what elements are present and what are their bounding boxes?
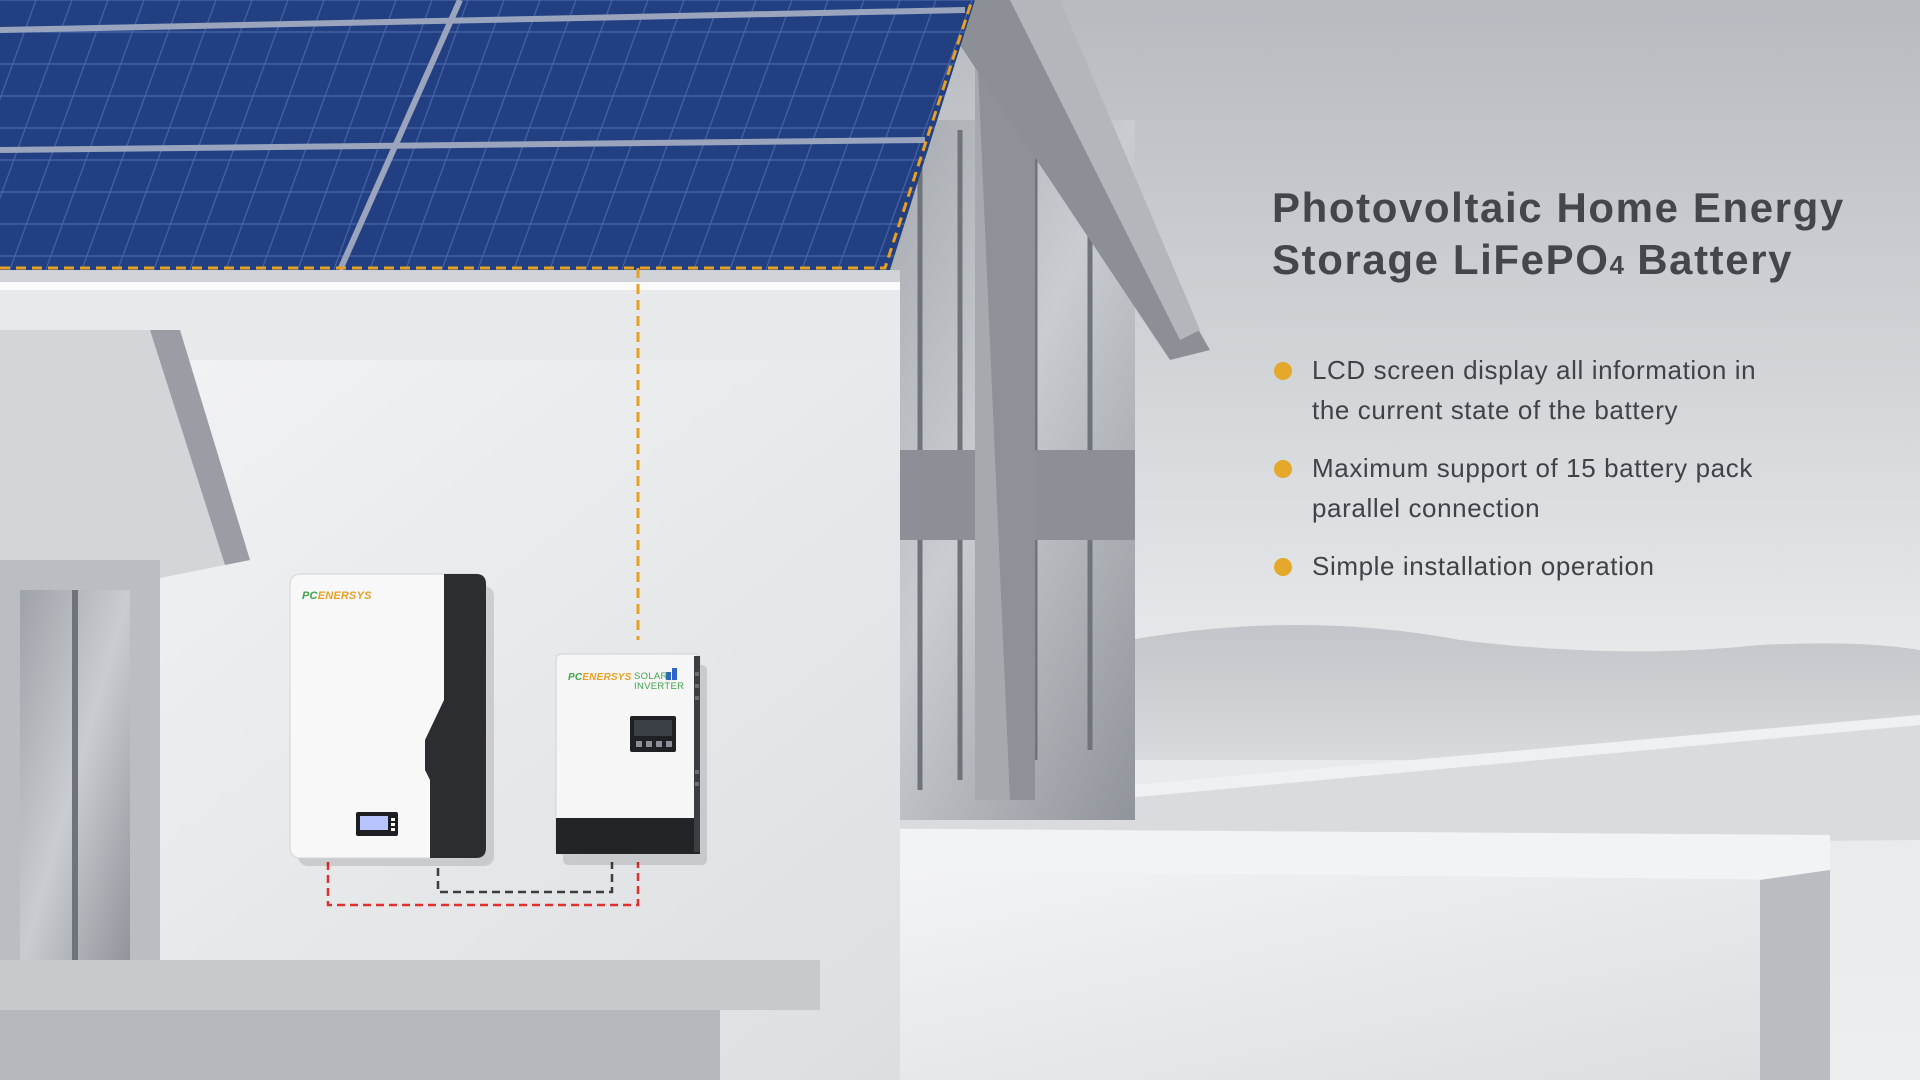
ac-link-line	[326, 862, 640, 907]
feature-2-line1: Maximum support of 15 battery pack	[1312, 453, 1753, 483]
bullet-dot-icon	[1274, 558, 1292, 576]
feature-item-parallel: Maximum support of 15 battery pack paral…	[1272, 448, 1832, 528]
feature-item-lcd: LCD screen display all information in th…	[1272, 350, 1832, 430]
battery-brand-suffix: ENERSYS	[317, 590, 372, 602]
hills	[1130, 625, 1920, 760]
tower-roof-edge	[930, 0, 1210, 360]
page-title: Photovoltaic Home Energy Storage LiFePO4…	[1272, 182, 1872, 291]
bullet-dot-icon	[1274, 460, 1292, 478]
title-line2-prefix: Storage LiFePO	[1272, 236, 1610, 283]
side-gable	[0, 330, 250, 580]
info-panel: Photovoltaic Home Energy Storage LiFePO4…	[1272, 182, 1872, 581]
inverter-model-label: SOLAR INVERTER	[634, 672, 684, 692]
inverter-label-line1: SOLAR	[634, 671, 668, 682]
title-subscript: 4	[1609, 250, 1624, 280]
feature-item-installation: Simple installation operation	[1272, 546, 1832, 586]
signal-link-line	[436, 862, 614, 894]
title-line2-suffix: Battery	[1623, 236, 1794, 283]
solar-panel-array	[0, 0, 975, 270]
battery-unit	[289, 573, 494, 866]
feature-1-line1: LCD screen display all information in	[1312, 355, 1757, 385]
feature-2-line2: parallel connection	[1312, 493, 1541, 523]
battery-brand-prefix: PC	[302, 590, 318, 602]
panel-outline	[0, 0, 974, 270]
inverter-label-line2: INVERTER	[634, 681, 685, 692]
feature-3-line1: Simple installation operation	[1312, 551, 1655, 581]
inverter-brand-label: PCENERSYS	[568, 672, 632, 683]
battery-brand-label: PCENERSYS	[302, 590, 372, 602]
feature-1-line2: the current state of the battery	[1312, 395, 1679, 425]
inverter-brand-suffix: ENERSYS	[582, 672, 632, 683]
inverter-unit	[555, 653, 707, 865]
inverter-brand-prefix: PC	[568, 672, 583, 683]
bullet-dot-icon	[1274, 362, 1292, 380]
terrace-wall	[830, 870, 1760, 1080]
title-line1: Photovoltaic Home Energy	[1272, 184, 1845, 231]
